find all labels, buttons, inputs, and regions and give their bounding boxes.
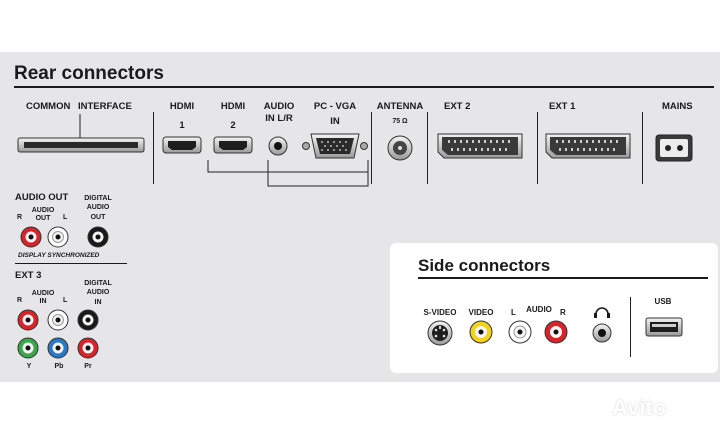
ext3-r-label: R [17,297,23,304]
video-label: VIDEO [468,308,494,317]
audio-in-jack [268,136,288,156]
mains-label: MAINS [662,101,693,112]
audio-out-l-label: L [63,214,68,221]
hdmi2-port [213,136,253,154]
audio-out-out-label: OUT [35,215,51,222]
digital-out-label-2: AUDIO [86,204,110,211]
scart-ext1-port [545,133,631,159]
rear-title-rule [14,86,714,88]
side-r-label: R [560,308,566,317]
ext3-audio-l-jack [47,309,69,331]
usb-port [645,317,683,337]
pc-vga-label: PC - VGA [313,101,357,112]
ext3-pr-label: Pr [84,363,92,370]
digital-audio-in-jack [77,309,99,331]
mains-socket [655,134,693,162]
pc-vga-in-label: IN [330,116,340,127]
ext3-y-label: Y [26,363,32,370]
digital-in-label-2: AUDIO [86,289,110,296]
headphones-icon [594,307,610,318]
separator [537,112,538,184]
audio-out-rule [15,263,127,264]
headphone-jack [592,323,612,343]
avito-watermark: Avito [612,395,667,420]
antenna-impedance: 75 Ω [392,118,408,125]
ext3-audio-r-jack [17,309,39,331]
hdmi1-label: HDMI [169,101,195,112]
usb-label: USB [654,297,672,306]
hdmi1-port [162,136,202,154]
ext3-pr-jack [77,337,99,359]
rear-connectors-title: Rear connectors [14,63,164,84]
side-connectors-box [390,243,718,373]
hdmi-bracket [207,160,369,173]
separator [371,112,372,184]
video-jack [469,320,493,344]
antenna-port [387,135,413,161]
audio-out-audio-label: AUDIO [31,207,55,214]
ext3-in-label: IN [39,298,47,305]
svideo-label: S-VIDEO [423,308,457,317]
common-label: COMMON [26,101,71,112]
side-audio-l-jack [508,320,532,344]
vga-audio-bracket [267,160,369,187]
ext3-title: EXT 3 [15,270,42,281]
audio-out-l-jack [47,226,69,248]
digital-in-label-1: DIGITAL [84,280,112,287]
digital-in-label-3: IN [94,299,102,306]
side-connectors-title: Side connectors [418,256,551,275]
hdmi1-number: 1 [179,120,185,131]
side-title-rule [418,277,708,279]
ext2-label: EXT 2 [444,101,471,112]
display-synchronized-note: DISPLAY SYNCHRONIZED [18,252,100,259]
ext3-l-label: L [63,297,68,304]
side-audio-label: AUDIO [526,305,552,314]
audio-out-r-label: R [17,214,23,221]
vga-port [302,133,368,159]
common-interface-slot [17,114,145,153]
side-audio-r-jack [544,320,568,344]
separator [630,297,631,357]
separator [427,112,428,184]
ext3-pb-label: Pb [54,363,64,370]
svideo-port [427,320,453,346]
side-l-label: L [511,308,516,317]
ext3-audio-label: AUDIO [31,290,55,297]
separator [153,112,154,184]
audio-in-label: AUDIO [263,101,295,112]
antenna-label: ANTENNA [376,101,424,112]
hdmi2-number: 2 [230,120,236,131]
ext3-pb-jack [47,337,69,359]
digital-out-label-1: DIGITAL [84,195,112,202]
ext3-y-jack [17,337,39,359]
separator [642,112,643,184]
ext1-label: EXT 1 [549,101,576,112]
scart-ext2-port [437,133,523,159]
hdmi2-label: HDMI [220,101,246,112]
audio-out-r-jack [20,226,42,248]
audio-in-lr-label: IN L/R [265,113,293,124]
interface-label: INTERFACE [78,101,132,112]
digital-audio-out-jack [87,226,109,248]
digital-out-label-3: OUT [90,214,106,221]
audio-out-title: AUDIO OUT [15,192,69,203]
